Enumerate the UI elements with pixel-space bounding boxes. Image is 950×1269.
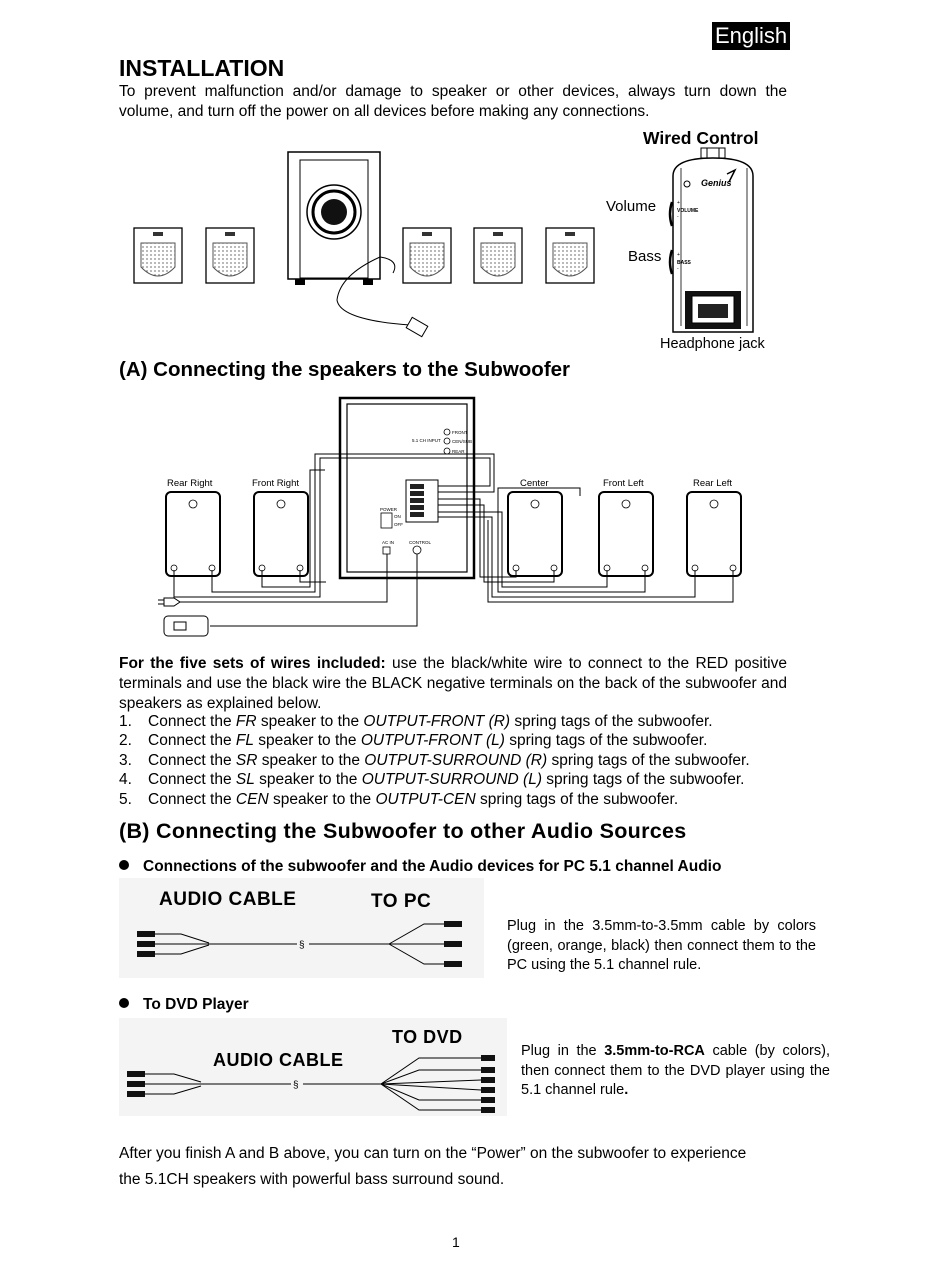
step-item: 2.Connect the FL speaker to the OUTPUT-F…	[119, 732, 708, 750]
satellite-speaker	[545, 227, 595, 284]
rear-left-label: Rear Left	[693, 478, 732, 489]
rear-jack-label: REAR	[452, 449, 465, 454]
svg-text:-: -	[677, 214, 679, 220]
power-label: POWER	[380, 507, 398, 512]
bass-label: Bass	[628, 248, 662, 265]
closing-line-2: the 5.1CH speakers with powerful bass su…	[119, 1171, 505, 1188]
closing-paragraph: After you finish A and B above, you can …	[119, 1141, 819, 1193]
bass-small-label: BASS	[677, 260, 692, 266]
svg-text:-: -	[677, 266, 679, 272]
control-label: CONTROL	[409, 540, 431, 545]
section-a-title: (A) Connecting the speakers to the Subwo…	[119, 358, 571, 381]
language-badge: English	[712, 22, 791, 50]
pc-audio-cable-illustration: AUDIO CABLE TO PC §	[119, 878, 484, 978]
to-dvd-label: TO DVD	[392, 1027, 463, 1047]
wires-paragraph: For the five sets of wires included: use…	[119, 655, 787, 712]
brand-text: Genius	[701, 178, 732, 188]
censub-jack-label: CEN/SUB	[452, 439, 472, 444]
input-label: 5.1 CH INPUT	[412, 438, 441, 443]
step-item: 5.Connect the CEN speaker to the OUTPUT-…	[119, 790, 679, 808]
subwoofer	[287, 151, 429, 338]
installation-intro: To prevent malfunction and/or damage to …	[119, 83, 787, 120]
dvd-instructions: Plug in the 3.5mm-to-RCA cable (by color…	[521, 1043, 830, 1098]
svg-text:§: §	[299, 940, 305, 951]
pc-instructions: Plug in the 3.5mm-to-3.5mm cable by colo…	[507, 918, 816, 973]
pc-bullet: Connections of the subwoofer and the Aud…	[119, 858, 721, 876]
front-left-label: Front Left	[603, 478, 644, 489]
section-b-title: (B) Connecting the Subwoofer to other Au…	[119, 819, 687, 843]
center-label: Center	[520, 478, 549, 489]
svg-text:+: +	[677, 252, 680, 258]
satellite-speaker	[473, 227, 523, 284]
to-pc-label: TO PC	[371, 891, 431, 912]
front-right-label: Front Right	[252, 478, 299, 489]
step-item: 1.Connect the FR speaker to the OUTPUT-F…	[119, 713, 713, 730]
headphone-jack-label: Headphone jack	[660, 336, 765, 352]
volume-small-label: VOLUME	[677, 208, 699, 214]
bullet-icon	[119, 998, 129, 1008]
pc-cable-label: AUDIO CABLE	[159, 889, 296, 910]
satellite-speaker	[205, 227, 255, 284]
rear-right-label: Rear Right	[167, 478, 213, 489]
off-label: OFF	[394, 522, 403, 527]
speaker-set-illustration	[133, 151, 595, 338]
wired-control-illustration: Genius + VOLUME - + BASS -	[668, 147, 754, 333]
closing-line-1: After you finish A and B above, you can …	[119, 1145, 747, 1162]
installation-title: INSTALLATION	[119, 55, 285, 81]
dvd-cable-label: AUDIO CABLE	[213, 1050, 344, 1070]
satellite-speaker	[402, 227, 452, 284]
svg-text:+: +	[677, 200, 680, 206]
satellite-speaker	[133, 227, 183, 284]
on-label: ON	[394, 514, 401, 519]
page-number: 1	[452, 1234, 460, 1250]
step-item: 3.Connect the SR speaker to the OUTPUT-S…	[119, 751, 750, 769]
connection-steps: 1.Connect the FR speaker to the OUTPUT-F…	[119, 712, 750, 809]
svg-text:§: §	[293, 1080, 299, 1091]
wired-control-title: Wired Control	[643, 128, 759, 148]
step-item: 4.Connect the SL speaker to the OUTPUT-S…	[119, 771, 745, 789]
ac-in-label: AC IN	[382, 540, 394, 545]
speaker-wiring-diagram: 5.1 CH INPUT FRONT CEN/SUB REAR POWER ON…	[158, 396, 742, 637]
dvd-bullet: To DVD Player	[119, 996, 249, 1014]
volume-label: Volume	[606, 198, 657, 215]
front-jack-label: FRONT	[452, 430, 468, 435]
dvd-audio-cable-illustration: AUDIO CABLE TO DVD §	[119, 1018, 507, 1116]
bullet-icon	[119, 860, 129, 870]
